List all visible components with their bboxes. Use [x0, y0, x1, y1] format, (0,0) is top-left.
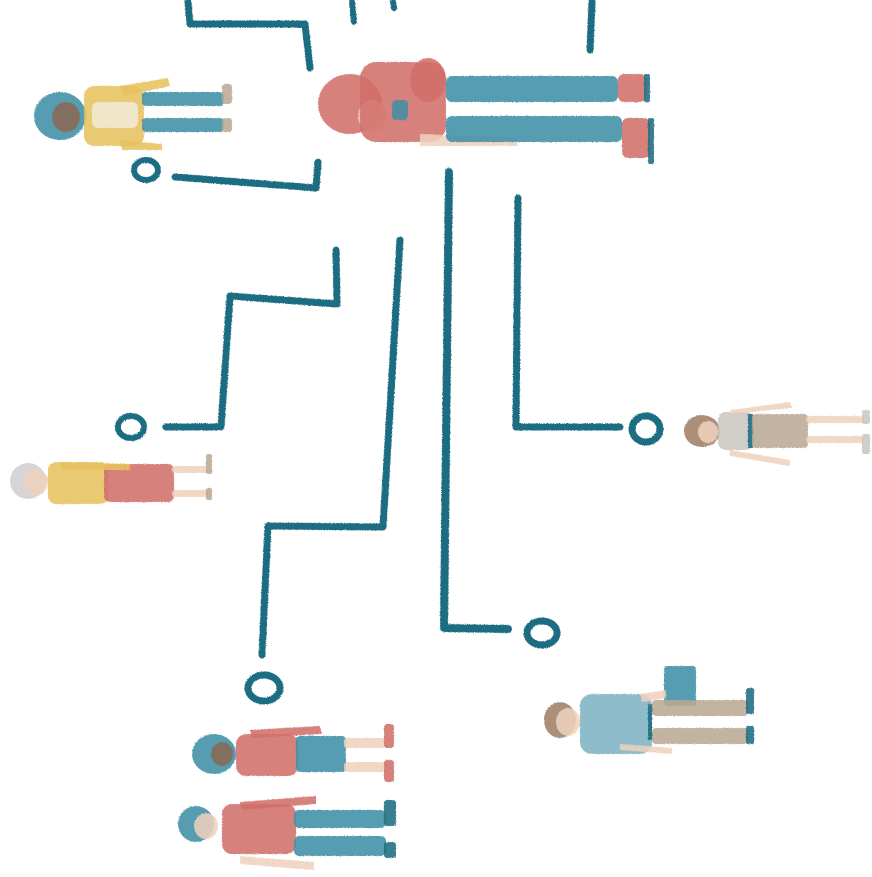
shorts-upper	[296, 736, 346, 772]
belt	[648, 704, 652, 740]
figure-elderly-woman	[10, 454, 212, 504]
jeans-bottom	[446, 116, 622, 142]
legs-upper-top	[344, 738, 386, 748]
top-inner	[92, 102, 138, 128]
jeans-top	[446, 76, 618, 102]
node-circle-young-couple	[248, 675, 280, 701]
legs-bottom	[172, 490, 208, 497]
shoe-bottom	[206, 488, 212, 500]
skirt	[752, 414, 808, 448]
figure-man-with-briefcase	[544, 666, 754, 754]
shoe-lower-bottom	[384, 842, 396, 858]
connector-top-tick-b	[393, 2, 394, 8]
face-upper	[211, 742, 233, 766]
figure-young-couple	[178, 724, 396, 870]
top-upper	[236, 734, 298, 776]
sole-top	[644, 74, 650, 102]
legs-bottom	[806, 436, 864, 443]
connector-to-grey-skirt	[516, 198, 620, 427]
arm	[60, 462, 130, 470]
legs-top	[172, 466, 208, 473]
legs-top	[806, 416, 864, 423]
shoe-top	[222, 84, 232, 104]
shoe-top	[206, 454, 212, 474]
figure-woman-yellow-top	[34, 78, 232, 150]
shoe-upper-top	[384, 724, 394, 748]
face	[52, 102, 80, 132]
shoe-top	[862, 410, 870, 424]
face	[24, 469, 48, 495]
connector-top-left	[188, 2, 310, 68]
face	[698, 421, 718, 443]
connector-top-tick-a	[352, 2, 354, 22]
hand-teal	[392, 100, 408, 120]
trousers-bottom	[142, 118, 224, 132]
arm-lower-bottom	[240, 856, 314, 870]
node-circle-woman-yellow	[134, 160, 158, 180]
face	[556, 708, 580, 736]
node-circle-man	[527, 621, 557, 645]
top-lower	[222, 804, 296, 854]
legs-upper-bottom	[344, 762, 386, 772]
figure-couple-hugging	[318, 58, 654, 164]
trousers-top	[652, 700, 748, 716]
sole-bottom	[648, 118, 654, 164]
shoe-bottom	[622, 118, 650, 158]
node-circle-grey-skirt	[632, 416, 660, 442]
connector-to-woman-yellow	[175, 162, 318, 188]
connector-to-elderly	[166, 250, 337, 427]
shoe-bottom	[746, 726, 754, 744]
jeans-lower-bottom	[294, 836, 386, 856]
node-circle-elderly	[118, 416, 144, 438]
shoe-top	[618, 74, 646, 102]
shirt	[580, 694, 652, 754]
shoe-upper-bottom	[384, 760, 394, 782]
shoe-bottom	[222, 118, 232, 132]
arm-top	[730, 402, 792, 414]
trousers-top	[142, 92, 224, 106]
shoe-bottom	[862, 434, 870, 454]
figure-woman-grey-skirt	[684, 402, 870, 466]
face-lower	[194, 813, 218, 839]
connector-top-right	[590, 2, 592, 50]
jeans-lower-top	[294, 810, 386, 828]
connector-to-man	[444, 172, 508, 629]
shoe-top	[746, 688, 754, 714]
trousers-bottom	[652, 728, 748, 744]
arm-bottom	[730, 450, 790, 466]
shoe-lower-top	[384, 800, 396, 826]
